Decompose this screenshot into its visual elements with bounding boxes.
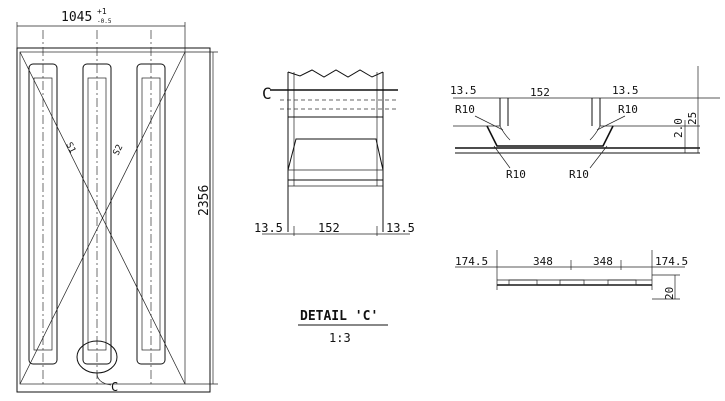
profile-foot-3 bbox=[607, 279, 637, 286]
section-groove-outline bbox=[486, 125, 614, 147]
detail-c-callout: C bbox=[111, 380, 118, 394]
section-radius-leader-br bbox=[589, 145, 608, 169]
detail-break-line bbox=[287, 69, 384, 78]
detail-dim-left: 13.5 bbox=[254, 221, 283, 235]
detail-scale: 1:3 bbox=[329, 331, 351, 345]
section-radius-leader-tr bbox=[596, 115, 626, 131]
section-radius-leader-tl bbox=[474, 115, 504, 131]
section-dim-right: 13.5 bbox=[612, 84, 639, 97]
diagonal-s1-label: S1 bbox=[63, 141, 77, 155]
main-plan-view: S1 S2 1045 +1 -0.5 2356 C bbox=[16, 7, 218, 394]
detail-pocket-outline bbox=[287, 138, 384, 171]
profile-foot-1 bbox=[508, 279, 538, 286]
section-fillet-right bbox=[589, 125, 601, 141]
profile-dim-4: 174.5 bbox=[655, 255, 688, 268]
diagonal-s2-label: S2 bbox=[112, 143, 126, 157]
detail-c-leader bbox=[96, 372, 112, 386]
width-tolerance-minus: -0.5 bbox=[97, 18, 112, 25]
plate-outline bbox=[16, 47, 211, 393]
section-radius-bottom-left: R10 bbox=[506, 168, 526, 181]
detail-callout-letter: C bbox=[262, 84, 272, 103]
section-radius-top-left: R10 bbox=[455, 103, 475, 116]
section-dim-mid: 152 bbox=[530, 86, 550, 99]
section-radius-bottom-right: R10 bbox=[569, 168, 589, 181]
section-fillet-left bbox=[499, 125, 511, 141]
section-radius-leader-bl bbox=[493, 145, 511, 169]
profile-height: 20 bbox=[663, 287, 676, 300]
detail-dim-mid: 152 bbox=[318, 221, 340, 235]
detail-title: DETAIL 'C' bbox=[300, 309, 378, 324]
profile-foot-2 bbox=[559, 279, 585, 286]
plate-inner-outline bbox=[19, 51, 186, 385]
profile-view: 174.5 348 348 174.5 20 bbox=[455, 250, 688, 300]
height-dimension: 2356 bbox=[197, 185, 212, 216]
profile-dim-2: 348 bbox=[533, 255, 553, 268]
section-dim-left: 13.5 bbox=[450, 84, 477, 97]
detail-dim-right: 13.5 bbox=[386, 221, 415, 235]
profile-dim-1: 174.5 bbox=[455, 255, 488, 268]
diagonal-s2 bbox=[19, 51, 186, 385]
rib-section-view: 13.5 152 13.5 R10 R10 R10 R10 2.0 25 bbox=[450, 66, 720, 181]
section-depth-total: 25 bbox=[686, 112, 699, 125]
profile-dim-3: 348 bbox=[593, 255, 613, 268]
width-dimension: 1045 bbox=[61, 10, 92, 25]
section-radius-top-right: R10 bbox=[618, 103, 638, 116]
width-tolerance-plus: +1 bbox=[97, 7, 107, 16]
detail-c-view: C 13.5 152 13.5 DETAIL 'C' 1:3 bbox=[254, 69, 415, 345]
section-depth-small: 2.0 bbox=[672, 118, 685, 138]
